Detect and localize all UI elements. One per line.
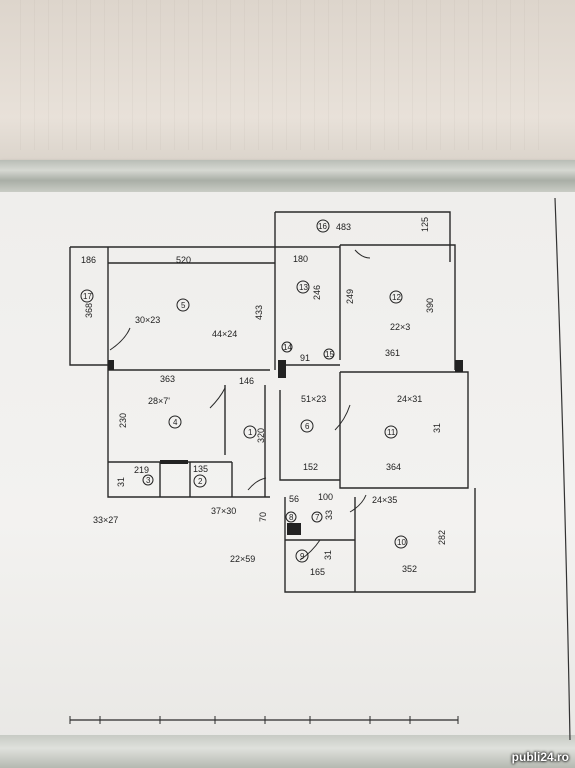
dimension-label: 30×23 (135, 315, 160, 325)
dimension-label: 70 (258, 512, 268, 522)
dimension-label: 33 (324, 510, 334, 520)
dimension-label: 361 (385, 348, 400, 358)
room-number: 5 (181, 301, 186, 310)
room-number: 8 (289, 513, 294, 522)
dimension-label: 390 (425, 298, 435, 313)
room-number: 12 (392, 293, 401, 302)
dimension-label: 22×3 (390, 322, 410, 332)
plastic-sleeve-edge (0, 160, 575, 194)
dimension-label: 44×24 (212, 329, 237, 339)
background-page-top (0, 0, 575, 168)
room-11-outline (339, 371, 469, 489)
dimension-label: 352 (402, 564, 417, 574)
room-number: 16 (318, 222, 327, 231)
dimension-label: 135 (193, 464, 208, 474)
dimension-label: 230 (118, 413, 128, 428)
dimension-label: 22×59 (230, 554, 255, 564)
room-number: 10 (397, 538, 406, 547)
room-number: 6 (305, 422, 310, 431)
dimension-label: 219 (134, 465, 149, 475)
plastic-sleeve-bottom (0, 735, 575, 768)
dimension-label: 246 (312, 285, 322, 300)
dimension-label: 91 (300, 353, 310, 363)
dimension-label: 24×31 (397, 394, 422, 404)
dimension-label: 180 (293, 254, 308, 264)
dimension-label: 28×7' (148, 396, 170, 406)
dimension-label: 363 (160, 374, 175, 384)
faint-grid-lines (20, 0, 550, 150)
dimension-label: 433 (254, 305, 264, 320)
dimension-label: 146 (239, 376, 254, 386)
sheet-border-line (554, 197, 571, 741)
dimension-label: 100 (318, 492, 333, 502)
room-number: 3 (146, 476, 151, 485)
room-number: 14 (283, 343, 292, 352)
room-number: 1 (248, 428, 253, 437)
dimension-label: 31 (323, 550, 333, 560)
room-number: 4 (173, 418, 178, 427)
dimension-label: 24×35 (372, 495, 397, 505)
dimension-label: 186 (81, 255, 96, 265)
dimension-label: 249 (345, 289, 355, 304)
dimension-label: 56 (289, 494, 299, 504)
dimension-label: 31 (116, 477, 126, 487)
room-number: 2 (198, 477, 203, 486)
dimension-label: 320 (256, 428, 266, 443)
dimension-label: 152 (303, 462, 318, 472)
dimension-label: 31 (432, 423, 442, 433)
room-number: 9 (300, 552, 305, 561)
dimension-label: 483 (336, 222, 351, 232)
dimension-label: 125 (420, 217, 430, 232)
dimension-label: 51×23 (301, 394, 326, 404)
dimension-label: 368 (84, 303, 94, 318)
floor-plan-sheet (0, 192, 575, 742)
room-6-outline (279, 390, 340, 481)
dimension-label: 282 (437, 530, 447, 545)
room-10-outline (284, 488, 476, 593)
dimension-label: 520 (176, 255, 191, 265)
room-17-outline (69, 246, 340, 366)
room-number: 15 (325, 350, 334, 359)
dimension-label: 37×30 (211, 506, 236, 516)
room-number: 17 (83, 292, 92, 301)
structural-column (278, 360, 286, 378)
room-number: 7 (315, 513, 320, 522)
dimension-label: 33×27 (93, 515, 118, 525)
room-number: 13 (299, 283, 308, 292)
room-4-outline (107, 365, 270, 498)
dimension-label: 364 (386, 462, 401, 472)
door-arc (109, 327, 131, 351)
room-number: 11 (387, 428, 396, 437)
dimension-label: 165 (310, 567, 325, 577)
watermark-publi24: publi24.ro (511, 750, 569, 764)
